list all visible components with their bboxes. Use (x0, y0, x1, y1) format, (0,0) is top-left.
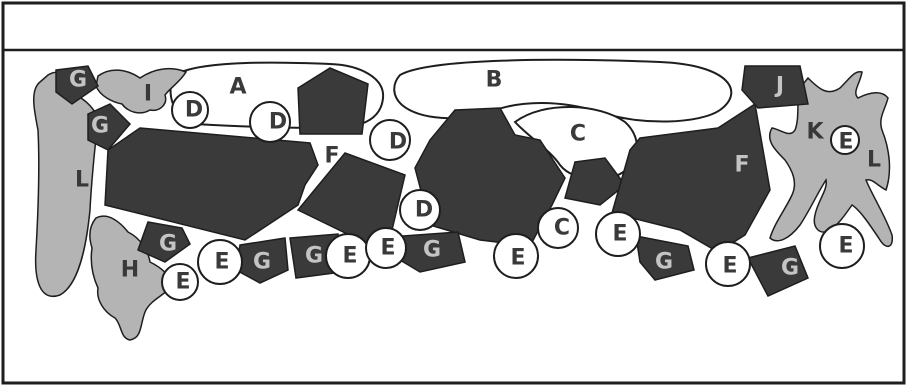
shape-f-large-left (105, 128, 318, 240)
label-e-9: E (838, 130, 853, 155)
label-g-6: G (423, 238, 441, 263)
label-e-5: E (510, 246, 525, 271)
label-b: B (486, 68, 503, 93)
label-f-1: F (324, 144, 339, 169)
label-e-7: E (722, 254, 737, 279)
label-e-4: E (380, 236, 395, 261)
label-d-2: D (269, 110, 287, 135)
label-g-7: G (655, 250, 673, 275)
label-d-3: D (389, 130, 407, 155)
label-d-4: D (415, 198, 433, 223)
label-d-1: D (185, 98, 203, 123)
label-f-2: F (734, 153, 749, 178)
label-a: A (229, 75, 246, 100)
label-e-6: E (612, 222, 627, 247)
label-g-5: G (305, 244, 323, 269)
label-g-2: G (91, 114, 109, 139)
label-j: J (774, 74, 784, 99)
label-e-2: E (214, 250, 229, 275)
label-i: I (144, 82, 152, 107)
label-c-circle: C (554, 216, 570, 241)
label-l-2: L (867, 148, 881, 173)
label-h: H (121, 258, 139, 283)
label-k: K (806, 120, 824, 145)
label-e-3: E (342, 244, 357, 269)
label-g-4: G (253, 250, 271, 275)
label-e-1: E (175, 270, 190, 295)
label-e-8: E (838, 234, 853, 259)
label-c: C (570, 122, 586, 147)
label-g-1: G (69, 68, 87, 93)
label-l-1: L (75, 168, 89, 193)
label-g-8: G (781, 256, 799, 281)
label-g-3: G (159, 232, 177, 257)
